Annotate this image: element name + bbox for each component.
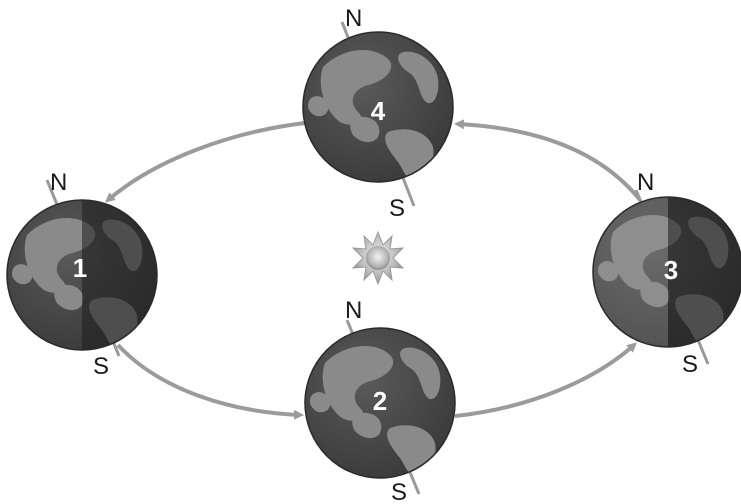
earth-1: N S 1 xyxy=(6,169,158,380)
south-label-4: S xyxy=(389,195,405,222)
south-label-1: S xyxy=(93,353,109,380)
earth-number-2: 2 xyxy=(373,386,387,416)
orbit-arrow-2-to-3 xyxy=(454,342,637,418)
south-label-3: S xyxy=(682,351,698,378)
south-label-2: S xyxy=(391,479,407,504)
earth-number-3: 3 xyxy=(664,255,678,285)
orbit-arrow-4-to-1 xyxy=(104,121,306,203)
orbit-arrow-1-to-2 xyxy=(116,343,304,420)
earth-number-1: 1 xyxy=(73,253,87,283)
north-label-3: N xyxy=(637,169,654,196)
earth-3: N S 3 xyxy=(592,169,741,378)
north-label-1: N xyxy=(50,169,67,196)
north-label-4: N xyxy=(345,5,362,32)
sun-icon xyxy=(351,230,405,286)
earth-number-4: 4 xyxy=(371,96,386,126)
orbit-arrow-3-to-4 xyxy=(454,119,642,202)
north-label-2: N xyxy=(345,297,362,324)
earth-2: N S 2 xyxy=(304,297,456,504)
earth-4: N S 4 xyxy=(302,5,454,222)
